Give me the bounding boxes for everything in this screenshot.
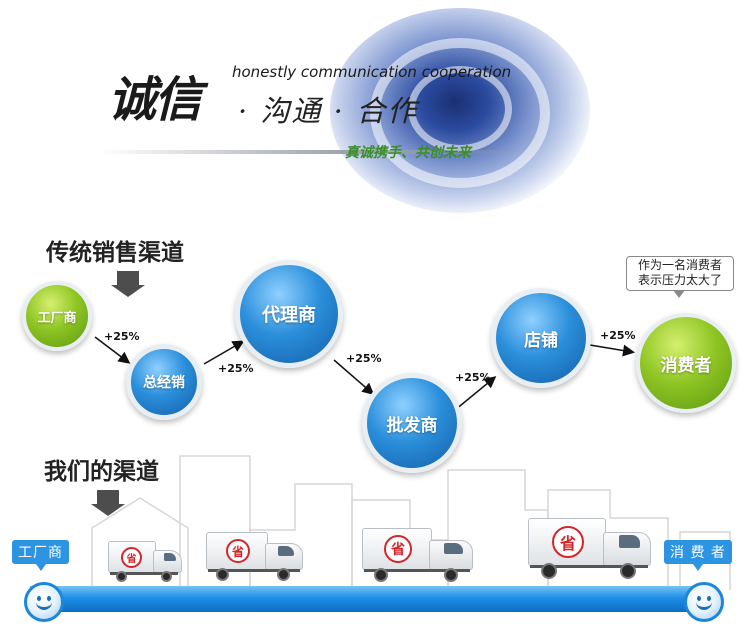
end-label-consumer: 消 费 者	[664, 540, 732, 571]
stamp-label: 省	[384, 535, 412, 563]
speech-line-2: 表示压力太大了	[637, 273, 722, 287]
traditional-channel-title: 传统销售渠道	[46, 240, 184, 266]
our-channel-title: 我们的渠道	[44, 459, 159, 485]
delivery-truck: 省	[108, 541, 182, 583]
consumer-speech-bubble: 作为一名消费者 表示压力太大了	[626, 256, 734, 298]
markup-label: +25%	[218, 362, 254, 375]
speech-line-1: 作为一名消费者	[637, 258, 722, 272]
node-agent: 代理商	[235, 260, 343, 368]
swirl-graphic	[330, 8, 590, 213]
node-wholesaler: 批发商	[362, 373, 462, 473]
start-label-factory: 工厂商	[12, 540, 69, 571]
stamp-label: 省	[121, 547, 142, 568]
flow-arrow	[454, 376, 497, 411]
node-consumer: 消费者	[636, 313, 736, 413]
down-arrow-icon	[111, 271, 145, 297]
flow-arrow	[333, 359, 375, 395]
banner-english: honestly communication cooperation	[232, 63, 512, 81]
markup-label: +25%	[104, 330, 140, 343]
banner-divider	[100, 150, 520, 154]
delivery-truck: 省	[528, 518, 652, 580]
stamp-label: 省	[552, 526, 584, 558]
direct-channel-road	[30, 586, 714, 612]
banner-subtitle: · 沟通 · 合作	[238, 94, 419, 128]
banner-slogan: 真诚携手、共创未来	[345, 145, 471, 161]
delivery-truck: 省	[362, 528, 474, 582]
markup-label: +25%	[455, 371, 491, 384]
banner-title: 诚信	[108, 72, 202, 128]
flow-arrow	[203, 340, 245, 365]
node-general-distributor: 总经销	[126, 344, 202, 420]
smiley-face-icon	[24, 582, 64, 622]
markup-label: +25%	[346, 352, 382, 365]
delivery-truck: 省	[206, 532, 304, 582]
markup-label: +25%	[600, 329, 636, 342]
node-store: 店铺	[491, 288, 591, 388]
smiley-face-icon	[684, 582, 724, 622]
node-factory: 工厂商	[22, 281, 92, 351]
flow-arrow	[589, 344, 635, 357]
flow-arrow	[94, 336, 131, 364]
stamp-label: 省	[226, 539, 250, 563]
